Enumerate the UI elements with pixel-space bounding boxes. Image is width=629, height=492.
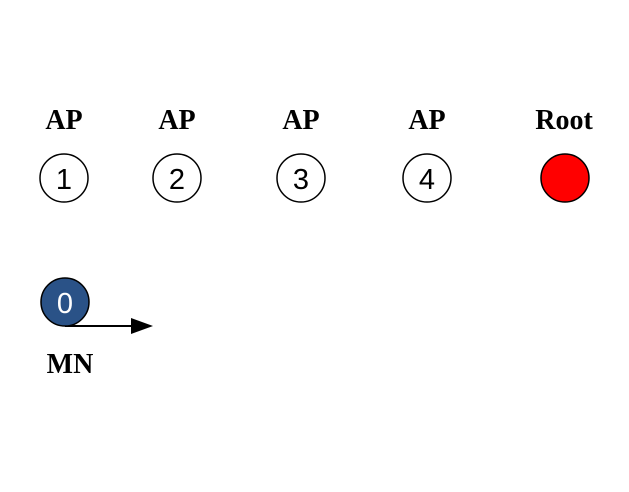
mn-circle (40, 277, 90, 327)
ap-number: 3 (293, 164, 309, 196)
ap-circle (276, 153, 326, 203)
root-circle (540, 153, 590, 203)
root-label: Root (535, 105, 593, 136)
mn-number: 0 (57, 288, 73, 320)
ap-circle (39, 153, 89, 203)
ap-node-4: AP 4 (402, 105, 452, 203)
ap-number: 1 (56, 164, 72, 196)
ap-node-2: AP 2 (152, 105, 202, 203)
ap-label: AP (408, 105, 445, 136)
ap-label: AP (282, 105, 319, 136)
ap-label: AP (158, 105, 195, 136)
mobile-node: 0 MN (40, 277, 153, 380)
ap-number: 4 (419, 164, 435, 196)
ap-node-3: AP 3 (276, 105, 326, 203)
ap-node-1: AP 1 (39, 105, 89, 203)
ap-number: 2 (169, 164, 185, 196)
root-node: Root (535, 105, 593, 203)
mn-label: MN (47, 349, 94, 380)
ap-label: AP (45, 105, 82, 136)
ap-circle (402, 153, 452, 203)
ap-circle (152, 153, 202, 203)
